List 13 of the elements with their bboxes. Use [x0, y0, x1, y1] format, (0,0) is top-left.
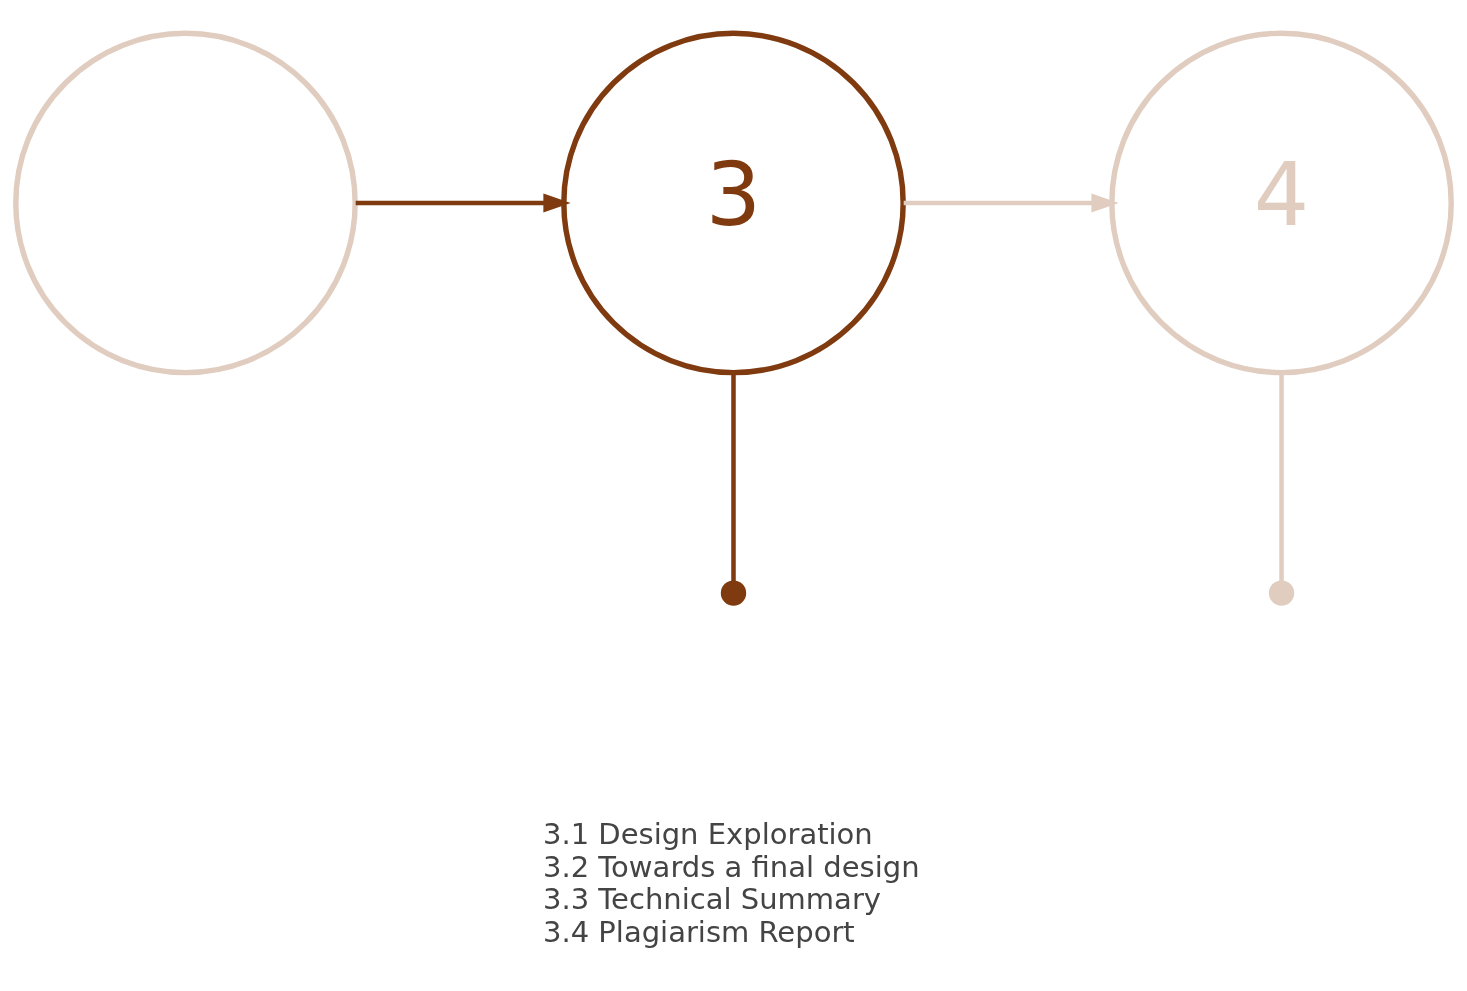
node-circle [720, 579, 747, 606]
node-label: 3.2 Towards a final design [542, 849, 920, 884]
node-circle: 3 [561, 30, 906, 375]
connector [1279, 372, 1284, 581]
node-label: 3.1 Design Exploration [542, 816, 873, 851]
connector [731, 372, 736, 581]
node-circle [13, 30, 358, 375]
node-circle: 4 [1109, 30, 1454, 375]
node-label: 3.4 Plagiarism Report [542, 914, 855, 949]
node-circle [1268, 579, 1295, 606]
arrow [355, 192, 571, 212]
node-label: 3.3 Technical Summary [542, 881, 882, 916]
arrow [903, 192, 1119, 212]
